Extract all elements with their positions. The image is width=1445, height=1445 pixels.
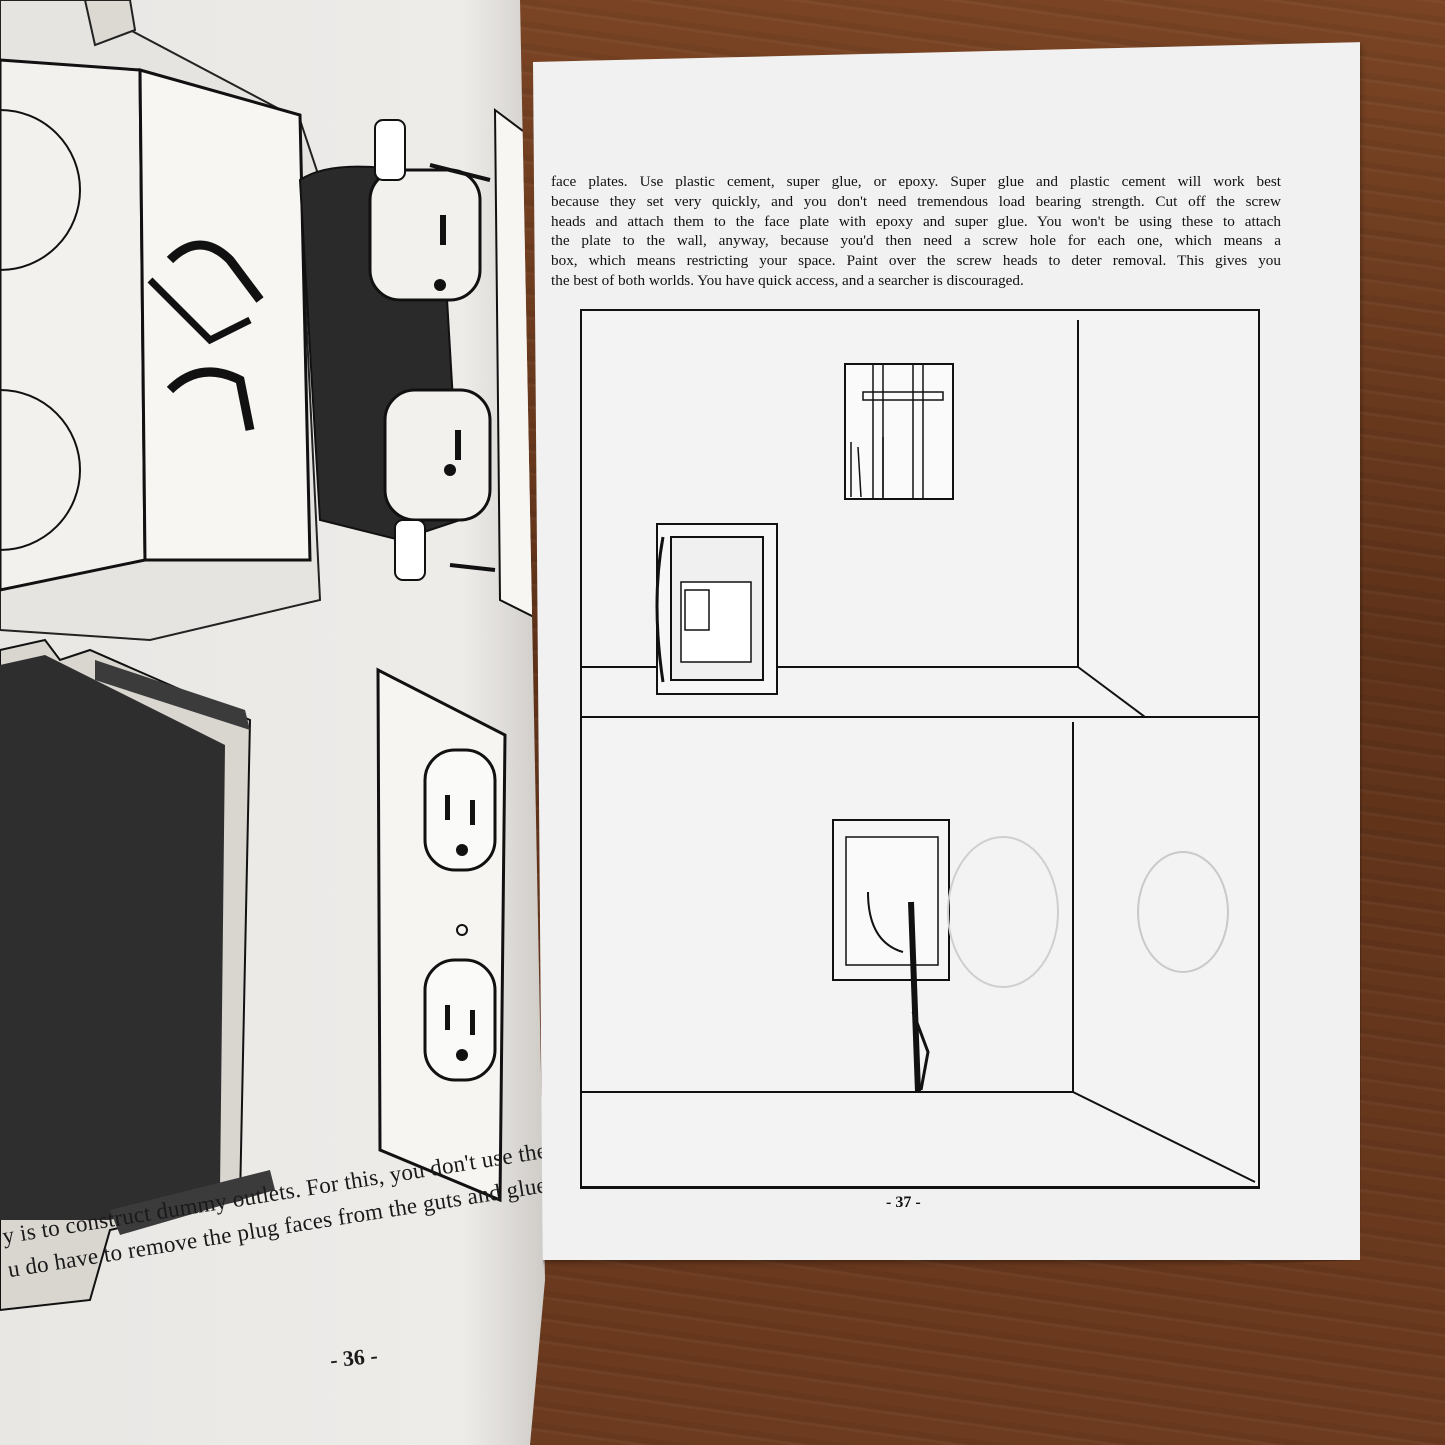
right-page-number: - 37 -	[886, 1194, 921, 1211]
right-page: face plates. Use plastic cement, super g…	[533, 42, 1360, 1260]
paragraph-line-6: the best of both worlds. You have quick …	[551, 271, 1024, 289]
right-page-paragraph: face plates. Use plastic cement, super g…	[551, 172, 1281, 291]
left-page: y is to construct dummy outlets. For thi…	[0, 0, 545, 1445]
left-page-number: - 36 -	[328, 1342, 379, 1373]
paragraph-line-5: box, which means restricting your space.…	[551, 252, 1281, 270]
hidden-compartment-illustration	[580, 309, 1260, 1189]
paragraph-line-3: heads and attach them to the face plate …	[551, 212, 1281, 230]
paragraph-line-2: because they set very quickly, and you d…	[551, 192, 1281, 210]
paragraph-line-4: the plate to the wall, anyway, because y…	[551, 232, 1281, 250]
paragraph-line-1: face plates. Use plastic cement, super g…	[551, 173, 1281, 190]
outlet-box-illustration	[0, 0, 542, 1312]
